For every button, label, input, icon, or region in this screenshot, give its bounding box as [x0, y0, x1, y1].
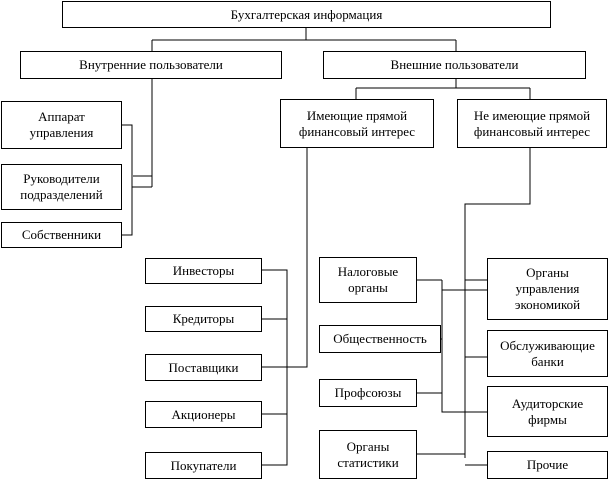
- external-users-box: Внешние пользователи: [323, 51, 586, 79]
- owners-box: Собственники: [1, 222, 122, 248]
- economic-management-box: Органы управления экономикой: [487, 258, 608, 320]
- direct-interest-box: Имеющие прямой финансовый интерес: [280, 99, 434, 148]
- servicing-banks-box: Обслуживающие банки: [487, 330, 608, 377]
- public-box: Общественность: [319, 325, 441, 353]
- internal-users-box: Внутренние пользователи: [20, 51, 282, 79]
- no-direct-interest-box: Не имеющие прямой финансовый интерес: [457, 99, 607, 148]
- root-box: Бухгалтерская информация: [62, 1, 551, 28]
- connector-root: [151, 28, 457, 51]
- audit-firms-box: Аудиторские фирмы: [487, 386, 608, 437]
- connector-internal: [122, 79, 153, 236]
- trade-unions-box: Профсоюзы: [319, 379, 417, 407]
- connector-external: [355, 79, 531, 99]
- management-box: Аппарат управления: [1, 101, 122, 149]
- buyers-box: Покупатели: [145, 452, 262, 479]
- statistics-bodies-box: Органы статистики: [319, 430, 417, 479]
- tax-authorities-box: Налоговые органы: [319, 257, 417, 303]
- connector-direct-interest: [262, 148, 308, 466]
- other-box: Прочие: [487, 451, 608, 479]
- creditors-box: Кредиторы: [145, 306, 262, 332]
- suppliers-box: Поставщики: [145, 354, 262, 381]
- division-heads-box: Руководители подразделений: [1, 164, 122, 210]
- shareholders-box: Акционеры: [145, 401, 262, 428]
- investors-box: Инвесторы: [145, 258, 262, 284]
